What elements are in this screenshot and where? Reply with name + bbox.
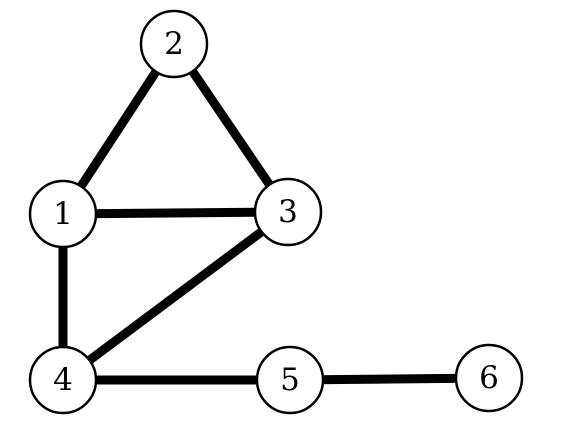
node-circle-3 bbox=[253, 177, 323, 247]
node-label-1: 1 bbox=[53, 196, 73, 232]
node-1: 1 bbox=[28, 179, 98, 249]
node-circle-1 bbox=[28, 179, 98, 249]
node-4: 4 bbox=[28, 345, 98, 415]
node-label-3: 3 bbox=[278, 194, 298, 230]
edge-1-3 bbox=[62, 207, 289, 219]
node-label-4: 4 bbox=[53, 362, 73, 398]
node-3: 3 bbox=[253, 177, 323, 247]
node-circle-4 bbox=[28, 345, 98, 415]
node-label-2: 2 bbox=[164, 26, 184, 62]
node-6: 6 bbox=[454, 343, 524, 413]
node-circle-2 bbox=[139, 9, 209, 79]
node-2: 2 bbox=[139, 9, 209, 79]
node-circle-6 bbox=[454, 343, 524, 413]
node-label-6: 6 bbox=[479, 360, 499, 396]
node-circle-5 bbox=[255, 345, 325, 415]
node-label-5: 5 bbox=[280, 362, 300, 398]
node-5: 5 bbox=[255, 345, 325, 415]
edge-3-4 bbox=[60, 208, 291, 384]
nodes-layer: 1 2 3 4 5 6 bbox=[28, 9, 524, 415]
